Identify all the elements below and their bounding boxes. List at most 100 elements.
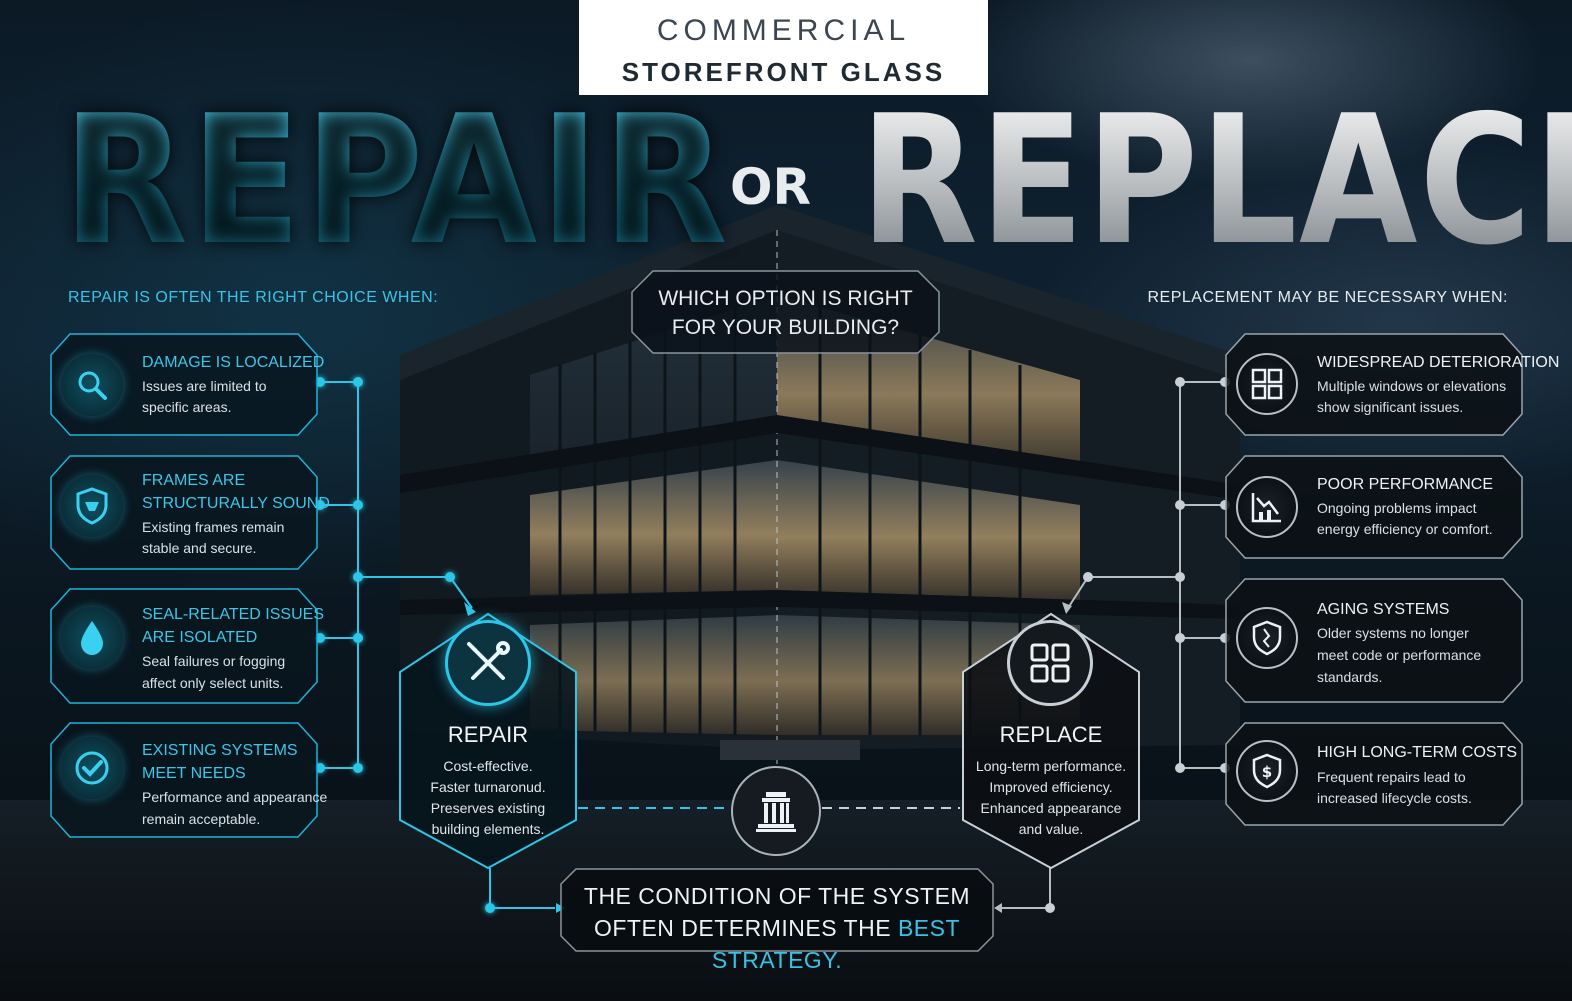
- connector-dot: [315, 500, 325, 510]
- criterion-description: show significant issues.: [1317, 399, 1464, 415]
- connector-dot: [353, 500, 363, 510]
- shield-icon: [61, 475, 123, 537]
- repair-panel-desc: building elements.: [431, 821, 545, 837]
- connector-dot: [445, 572, 455, 582]
- connector-dot: [1083, 572, 1093, 582]
- checkmark-icon: [61, 737, 123, 799]
- repair-panel-title: REPAIR: [447, 722, 529, 747]
- conclusion-frame: [560, 868, 994, 952]
- connector-dot: [353, 633, 363, 643]
- criterion-description: meet code or performance: [1317, 647, 1482, 663]
- criterion-title: WIDESPREAD DETERIORATION: [1317, 354, 1560, 371]
- window-panels-icon: [1007, 620, 1093, 706]
- water-drop-icon: [61, 607, 123, 669]
- headline-or: OR: [730, 158, 812, 216]
- wrench-screwdriver-icon: [445, 620, 531, 706]
- repair-panel-desc: Preserves existing: [430, 800, 546, 816]
- criterion-description: Issues are limited to: [142, 378, 267, 394]
- criterion-description: Existing frames remain: [142, 519, 285, 535]
- criterion-title: STRUCTURALLY SOUND: [142, 495, 330, 512]
- repair-criterion-card: FRAMES ARE STRUCTURALLY SOUND Existing f…: [50, 455, 330, 570]
- criterion-title: SEAL-RELATED ISSUES: [142, 606, 324, 623]
- question-box: WHICH OPTION IS RIGHT FOR YOUR BUILDING?: [631, 270, 940, 354]
- connector-dot: [1175, 500, 1185, 510]
- question-line-2: FOR YOUR BUILDING?: [671, 316, 900, 339]
- criterion-title: DAMAGE IS LOCALIZED: [142, 354, 325, 371]
- conclusion-line-2-text: OFTEN DETERMINES THE: [593, 915, 898, 941]
- header-box: COMMERCIAL STOREFRONT GLASS: [579, 0, 988, 95]
- criterion-description: specific areas.: [142, 399, 232, 415]
- replace-panel-desc: Improved efficiency.: [989, 779, 1113, 795]
- criterion-description: Performance and appearance: [142, 789, 328, 805]
- connector-dot: [1220, 500, 1230, 510]
- repair-criterion-card: EXISTING SYSTEMS MEET NEEDS Performance …: [50, 722, 327, 838]
- conclusion-line-1: THE CONDITION OF THE SYSTEM: [583, 883, 971, 909]
- conclusion-accent-text: BEST STRATEGY.: [711, 915, 961, 973]
- criterion-description: standards.: [1317, 669, 1383, 685]
- connector-dot: [353, 763, 363, 773]
- connector-dot: [485, 903, 495, 913]
- broken-shield-icon: [1236, 607, 1298, 669]
- repair-panel: REPAIR Cost-effective. Faster turnaronud…: [398, 722, 578, 840]
- connector-dot: [1220, 763, 1230, 773]
- criterion-title: POOR PERFORMANCE: [1317, 476, 1494, 493]
- header-line-commercial: COMMERCIAL: [656, 14, 911, 47]
- criterion-title: MEET NEEDS: [142, 765, 246, 782]
- question-line-1: WHICH OPTION IS RIGHT: [658, 287, 913, 310]
- connector-dot: [1175, 633, 1185, 643]
- replacement-criterion-card: POOR PERFORMANCE Ongoing problems impact…: [1225, 455, 1523, 559]
- connector-dot: [1175, 377, 1185, 387]
- criterion-title: FRAMES ARE: [142, 472, 246, 489]
- headline-replace: REPLACE: [860, 92, 1572, 270]
- connector-dot: [315, 377, 325, 387]
- criterion-description: remain acceptable.: [142, 811, 261, 827]
- header-line-storefront-glass: STOREFRONT GLASS: [621, 57, 946, 87]
- criterion-description: increased lifecycle costs.: [1317, 790, 1472, 806]
- connector-dot: [1220, 377, 1230, 387]
- connector-dot: [1220, 633, 1230, 643]
- svg-text:$: $: [1262, 763, 1272, 781]
- connector-dot: [1175, 763, 1185, 773]
- criterion-description: Older systems no longer: [1317, 625, 1469, 641]
- connector-dot: [1175, 572, 1185, 582]
- criterion-description: Seal failures or fogging: [142, 653, 286, 669]
- criterion-description: energy efficiency or comfort.: [1317, 521, 1493, 537]
- criterion-description: affect only select units.: [142, 675, 284, 691]
- building-columns-icon: [731, 766, 821, 856]
- replacement-criterion-card: AGING SYSTEMS Older systems no longer me…: [1225, 578, 1523, 703]
- repair-criteria-heading: REPAIR IS OFTEN THE RIGHT CHOICE WHEN:: [68, 289, 439, 306]
- criterion-description: Ongoing problems impact: [1317, 500, 1477, 516]
- criterion-description: Multiple windows or elevations: [1317, 378, 1507, 394]
- criterion-title: EXISTING SYSTEMS: [142, 742, 298, 759]
- replacement-criterion-card: $ HIGH LONG-TERM COSTS Frequent repairs …: [1225, 722, 1523, 826]
- criterion-description: Frequent repairs lead to: [1317, 769, 1466, 785]
- repair-panel-desc: Faster turnaronud.: [430, 779, 546, 795]
- declining-chart-icon: [1236, 476, 1298, 538]
- question-frame: [631, 270, 940, 354]
- repair-panel-frame: [399, 612, 577, 870]
- conclusion-line-2: OFTEN DETERMINES THE BEST STRATEGY.: [560, 912, 994, 976]
- conclusion-box: THE CONDITION OF THE SYSTEM OFTEN DETERM…: [560, 868, 994, 973]
- connector-dot: [353, 572, 363, 582]
- criterion-description: stable and secure.: [142, 540, 257, 556]
- repair-criterion-card: DAMAGE IS LOCALIZED Issues are limited t…: [50, 333, 324, 436]
- connector-dot: [315, 763, 325, 773]
- replace-panel-desc: Long-term performance.: [975, 758, 1127, 774]
- replace-panel-desc: and value.: [1018, 821, 1084, 837]
- replace-panel: REPLACE Long-term performance. Improved …: [961, 722, 1141, 840]
- window-grid-icon: [1236, 353, 1298, 415]
- replace-panel-desc: Enhanced appearance: [980, 800, 1122, 816]
- office-building-illustration: [380, 205, 1240, 765]
- replacement-criterion-card: WIDESPREAD DETERIORATION Multiple window…: [1225, 333, 1559, 436]
- criterion-title: ARE ISOLATED: [142, 629, 258, 646]
- connector-dot: [1045, 903, 1055, 913]
- connector-dot: [315, 633, 325, 643]
- repair-criterion-card: SEAL-RELATED ISSUES ARE ISOLATED Seal fa…: [50, 588, 324, 704]
- headline-repair: REPAIR: [62, 77, 730, 284]
- connector-dot: [353, 377, 363, 387]
- repair-panel-desc: Cost-effective.: [443, 758, 533, 774]
- criterion-title: AGING SYSTEMS: [1317, 601, 1450, 618]
- replace-panel-frame: [962, 612, 1140, 870]
- dollar-shield-icon: $: [1236, 740, 1298, 802]
